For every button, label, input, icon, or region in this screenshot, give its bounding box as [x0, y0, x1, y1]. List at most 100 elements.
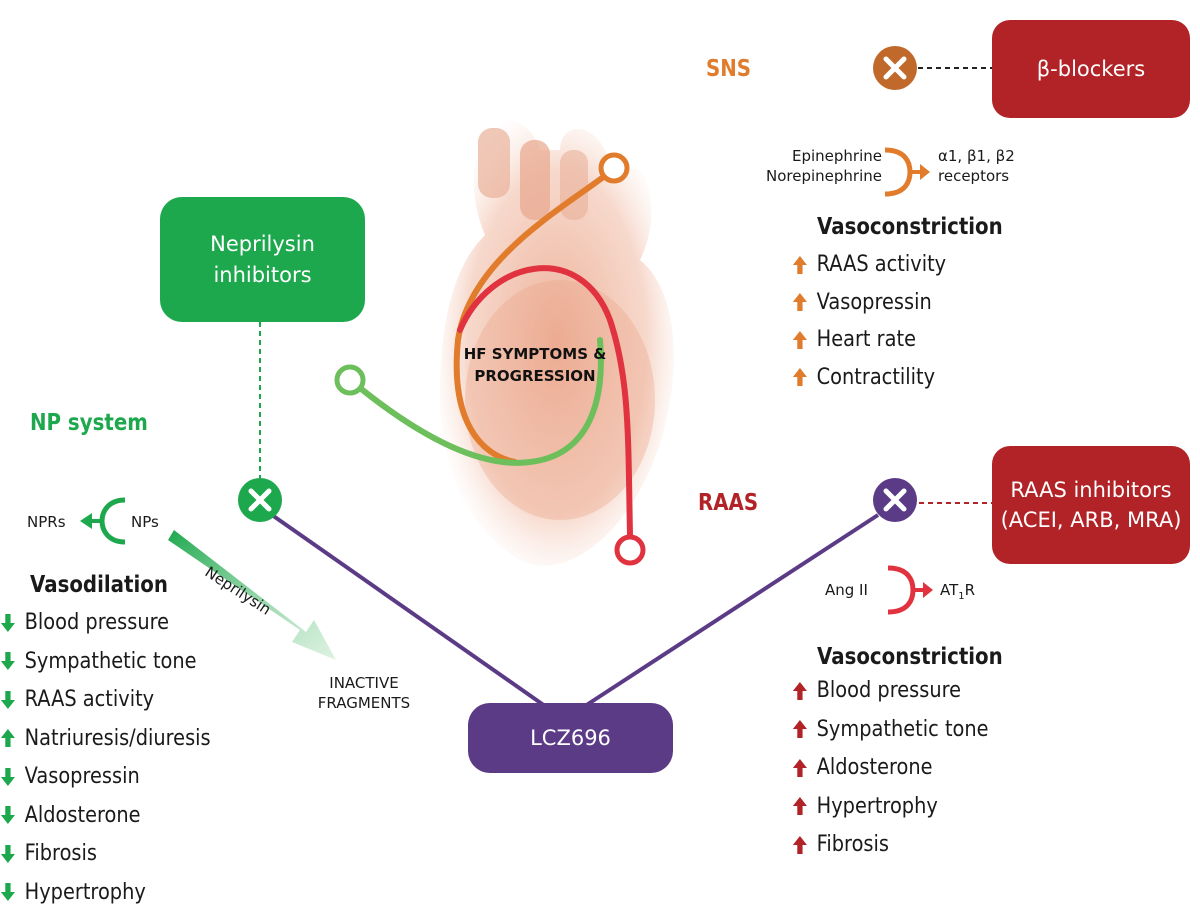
inactive-fragments-line1: INACTIVE	[329, 674, 399, 692]
sns-receptor-types: α1, β1, β2	[938, 147, 1015, 165]
np-binding-icon	[80, 497, 126, 545]
raas-inhibitors-box: RAAS inhibitors (ACEI, ARB, MRA)	[992, 446, 1190, 564]
down-arrow-icon	[0, 613, 15, 632]
sns-effect-item: Heart rate	[792, 327, 916, 352]
sns-curve-end	[598, 152, 630, 184]
np-receptor-label: NPRs	[27, 513, 66, 531]
raas-effect-item: Aldosterone	[792, 755, 933, 780]
sns-receptor-word: receptors	[938, 167, 1010, 186]
raas-receptor-end: R	[964, 581, 976, 599]
np-effect-item: Aldosterone	[0, 803, 141, 828]
raas-effect-item: Hypertrophy	[792, 794, 938, 819]
inactive-fragments-label: INACTIVE FRAGMENTS	[304, 673, 424, 714]
np-curve-end	[334, 364, 366, 396]
raas-effect-text: Sympathetic tone	[816, 716, 989, 742]
inactive-fragments-line2: FRAGMENTS	[317, 694, 411, 713]
down-arrow-icon	[0, 844, 15, 863]
raas-ligand-label: Ang II	[825, 581, 868, 599]
sns-effect-text: RAAS activity	[816, 252, 947, 277]
up-arrow-icon	[792, 720, 807, 738]
sns-effect-text: Vasopressin	[816, 289, 932, 315]
down-arrow-icon	[0, 806, 15, 824]
center-label-line2: PROGRESSION	[474, 366, 596, 385]
np-effect-item: Natriuresis/diuresis	[0, 726, 211, 751]
np-system-label: NP system	[30, 410, 148, 436]
np-effect-item: Blood pressure	[0, 610, 169, 635]
down-arrow-icon	[0, 767, 15, 786]
raas-effect-text: Fibrosis	[816, 832, 889, 857]
np-effect-text: RAAS activity	[24, 687, 155, 712]
up-arrow-icon	[792, 797, 807, 815]
raas-effect-heading: Vasoconstriction	[817, 644, 1003, 670]
sns-effect-item: Contractility	[792, 365, 935, 390]
up-arrow-icon	[792, 293, 807, 311]
raas-binding-icon	[887, 565, 933, 615]
up-arrow-icon	[0, 729, 15, 747]
np-effect-heading: Vasodilation	[30, 572, 168, 598]
beta-blockers-box: β-blockers	[992, 20, 1190, 118]
raas-curve-end	[614, 534, 646, 566]
sns-ligands: Epinephrine Norepinephrine	[740, 146, 882, 187]
raas-effect-item: Fibrosis	[792, 832, 889, 857]
sns-effect-text: Heart rate	[816, 327, 917, 352]
np-effect-item: Vasopressin	[0, 764, 140, 789]
lcz696-box: LCZ696	[468, 703, 673, 773]
sns-ligand-epinephrine: Epinephrine	[792, 147, 882, 165]
beta-blockers-label: β-blockers	[1036, 56, 1146, 81]
neprilysin-inhibitors-box: Neprilysin inhibitors	[160, 197, 365, 322]
raas-effect-text: Blood pressure	[816, 678, 962, 703]
sns-effect-item: RAAS activity	[792, 252, 946, 277]
np-effect-item: RAAS activity	[0, 687, 154, 712]
sns-effect-item: Vasopressin	[792, 290, 932, 315]
np-effect-item: Fibrosis	[0, 841, 97, 866]
np-effect-item: Hypertrophy	[0, 880, 146, 905]
neprilysin-inhibitors-line1: Neprilysin	[210, 232, 315, 257]
down-arrow-icon	[0, 652, 15, 670]
raas-effect-text: Aldosterone	[816, 755, 933, 780]
np-effect-item: Sympathetic tone	[0, 649, 197, 674]
raas-curve	[457, 265, 633, 538]
np-curve	[357, 337, 604, 466]
np-effect-text: Blood pressure	[24, 610, 170, 635]
up-arrow-icon	[792, 681, 807, 700]
sns-ligand-norepinephrine: Norepinephrine	[766, 167, 882, 186]
center-label: HF SYMPTOMS & PROGRESSION	[460, 344, 610, 388]
up-arrow-icon	[792, 758, 807, 777]
neprilysin-inhibitors-line2: inhibitors	[213, 262, 312, 287]
raas-receptor-main: AT	[940, 581, 959, 599]
sns-effect-text: Contractility	[816, 364, 936, 390]
raas-receptor-sub: 1	[958, 591, 965, 602]
raas-effect-item: Blood pressure	[792, 678, 961, 703]
up-arrow-icon	[792, 330, 807, 349]
raas-block-icon	[873, 478, 917, 522]
sns-binding-icon	[884, 147, 930, 197]
raas-effect-item: Sympathetic tone	[792, 717, 989, 742]
sns-receptors: α1, β1, β2 receptors	[938, 146, 1015, 187]
np-ligand-label: NPs	[131, 513, 159, 531]
down-arrow-icon	[0, 883, 15, 901]
raas-effect-text: Hypertrophy	[816, 793, 938, 819]
np-effect-text: Aldosterone	[24, 802, 141, 828]
up-arrow-icon	[792, 835, 807, 854]
drug-line-raas	[583, 513, 880, 708]
np-block-icon	[238, 478, 282, 522]
raas-inhibitors-line2: (ACEI, ARB, MRA)	[1000, 508, 1182, 532]
heart-illustration	[440, 119, 674, 566]
sns-block-icon	[873, 46, 917, 90]
np-effect-text: Vasopressin	[24, 764, 140, 789]
raas-inhibitors-line1: RAAS inhibitors	[1010, 477, 1172, 502]
drug-line-np	[270, 513, 547, 708]
raas-label: RAAS	[698, 490, 759, 516]
center-label-line1: HF SYMPTOMS &	[463, 345, 607, 363]
down-arrow-icon	[0, 690, 15, 709]
neprilysin-arrow	[168, 530, 336, 660]
sns-effect-heading: Vasoconstriction	[817, 214, 1003, 240]
sns-label: SNS	[706, 56, 752, 82]
lcz696-label: LCZ696	[530, 725, 611, 750]
np-effect-text: Natriuresis/diuresis	[24, 725, 211, 751]
up-arrow-icon	[792, 255, 807, 274]
up-arrow-icon	[792, 368, 807, 386]
np-effect-text: Fibrosis	[24, 841, 97, 866]
raas-receptor-label: AT1R	[940, 580, 975, 604]
